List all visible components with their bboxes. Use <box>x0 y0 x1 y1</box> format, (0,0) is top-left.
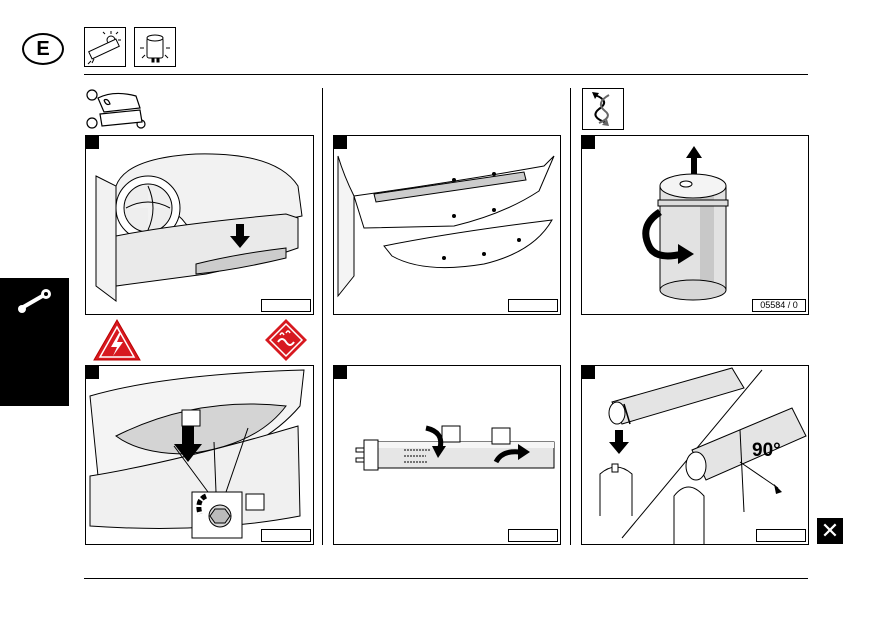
acrylic-remove-illustration <box>334 136 560 314</box>
rotate-arrows-icon <box>582 88 624 130</box>
figure-reference <box>508 299 558 312</box>
panel-starter-rotate: 05584 / 0 <box>581 135 809 315</box>
panel-acrylic-removal <box>333 135 561 315</box>
step-marker <box>334 366 347 379</box>
close-glyph: ✕ <box>821 519 839 544</box>
column-divider-1 <box>322 88 323 545</box>
step-marker <box>334 136 347 149</box>
electric-hazard-icon <box>92 318 142 362</box>
figure-reference <box>261 299 311 312</box>
panel-screw-loosen <box>85 365 314 545</box>
wrench-icon <box>0 278 69 406</box>
sidebar-tab <box>0 278 69 406</box>
tanning-bed-icon <box>84 86 148 134</box>
screw-loosen-illustration <box>86 366 313 544</box>
figure-reference <box>508 529 558 542</box>
starter-replace-icon <box>134 27 176 67</box>
step-marker <box>86 366 99 379</box>
starter-rotate-illustration <box>582 136 808 314</box>
panel-canopy <box>85 135 314 315</box>
panel-lamp-insert: 90° <box>581 365 809 545</box>
panel-lamp-rotate <box>333 365 561 545</box>
angle-label: 90° <box>752 440 781 462</box>
lamp-rotate-illustration <box>334 366 560 544</box>
hot-surface-icon <box>264 318 308 362</box>
canopy-arrow-illustration <box>86 136 313 314</box>
column-divider-2 <box>570 88 571 545</box>
step-marker <box>582 366 595 379</box>
figure-reference: 05584 / 0 <box>752 299 806 312</box>
footer-divider <box>84 578 808 579</box>
figure-reference <box>756 529 806 542</box>
close-icon[interactable]: ✕ <box>817 518 843 544</box>
step-marker <box>86 136 99 149</box>
figure-reference <box>261 529 311 542</box>
language-code: E <box>36 38 49 61</box>
step-marker <box>582 136 595 149</box>
language-badge: E <box>22 33 64 65</box>
header-divider <box>84 74 808 75</box>
lamp-replace-icon <box>84 27 126 67</box>
